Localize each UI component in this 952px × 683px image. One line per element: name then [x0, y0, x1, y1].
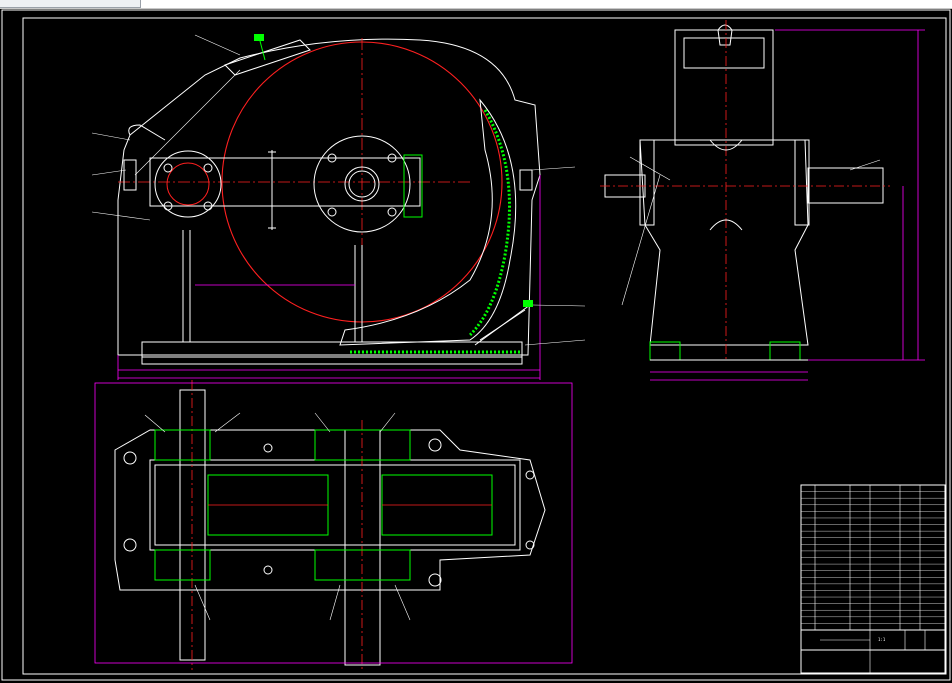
drawing-svg	[1, 9, 951, 681]
front-view	[91, 34, 586, 380]
outer-frame	[1, 9, 951, 681]
plan-view	[94, 380, 573, 670]
window-top-strip	[0, 0, 952, 9]
title-block	[800, 484, 946, 674]
drawing-tab[interactable]	[0, 0, 141, 8]
inner-frame	[22, 17, 947, 675]
title-block-rows	[801, 491, 945, 624]
scale-label: 1:1	[878, 637, 886, 642]
drawing-canvas[interactable]: 1:1	[0, 9, 952, 683]
housing-base	[141, 341, 523, 365]
housing-outline	[117, 38, 541, 356]
lifting-lug	[128, 124, 166, 141]
side-view	[600, 20, 925, 381]
